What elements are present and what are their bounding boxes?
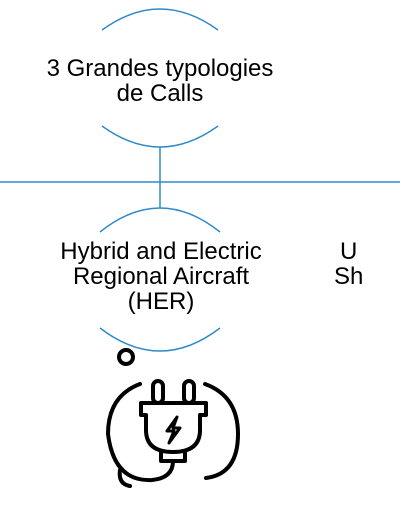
root-node-line-1: 3 Grandes typologies — [46, 55, 274, 82]
root-node-line-2: de Calls — [116, 80, 204, 107]
her-node-line-3: (HER) — [127, 288, 195, 315]
her-top-arc — [99, 207, 221, 233]
root-node-label: 3 Grandes typologies de Calls — [0, 56, 320, 106]
her-node-line-1: Hybrid and Electric — [60, 238, 262, 265]
root-top-arc — [101, 8, 219, 31]
partial-node-label: U Sh — [334, 238, 400, 289]
her-bottom-arc — [99, 327, 221, 352]
partial-node-line-2: Sh — [334, 263, 364, 290]
electric-plug-icon — [106, 348, 240, 488]
partial-node-line-1: U — [340, 238, 358, 265]
root-bottom-arc — [101, 125, 219, 148]
her-node-label: Hybrid and Electric Regional Aircraft (H… — [0, 239, 322, 314]
her-node-line-2: Regional Aircraft — [72, 263, 250, 290]
